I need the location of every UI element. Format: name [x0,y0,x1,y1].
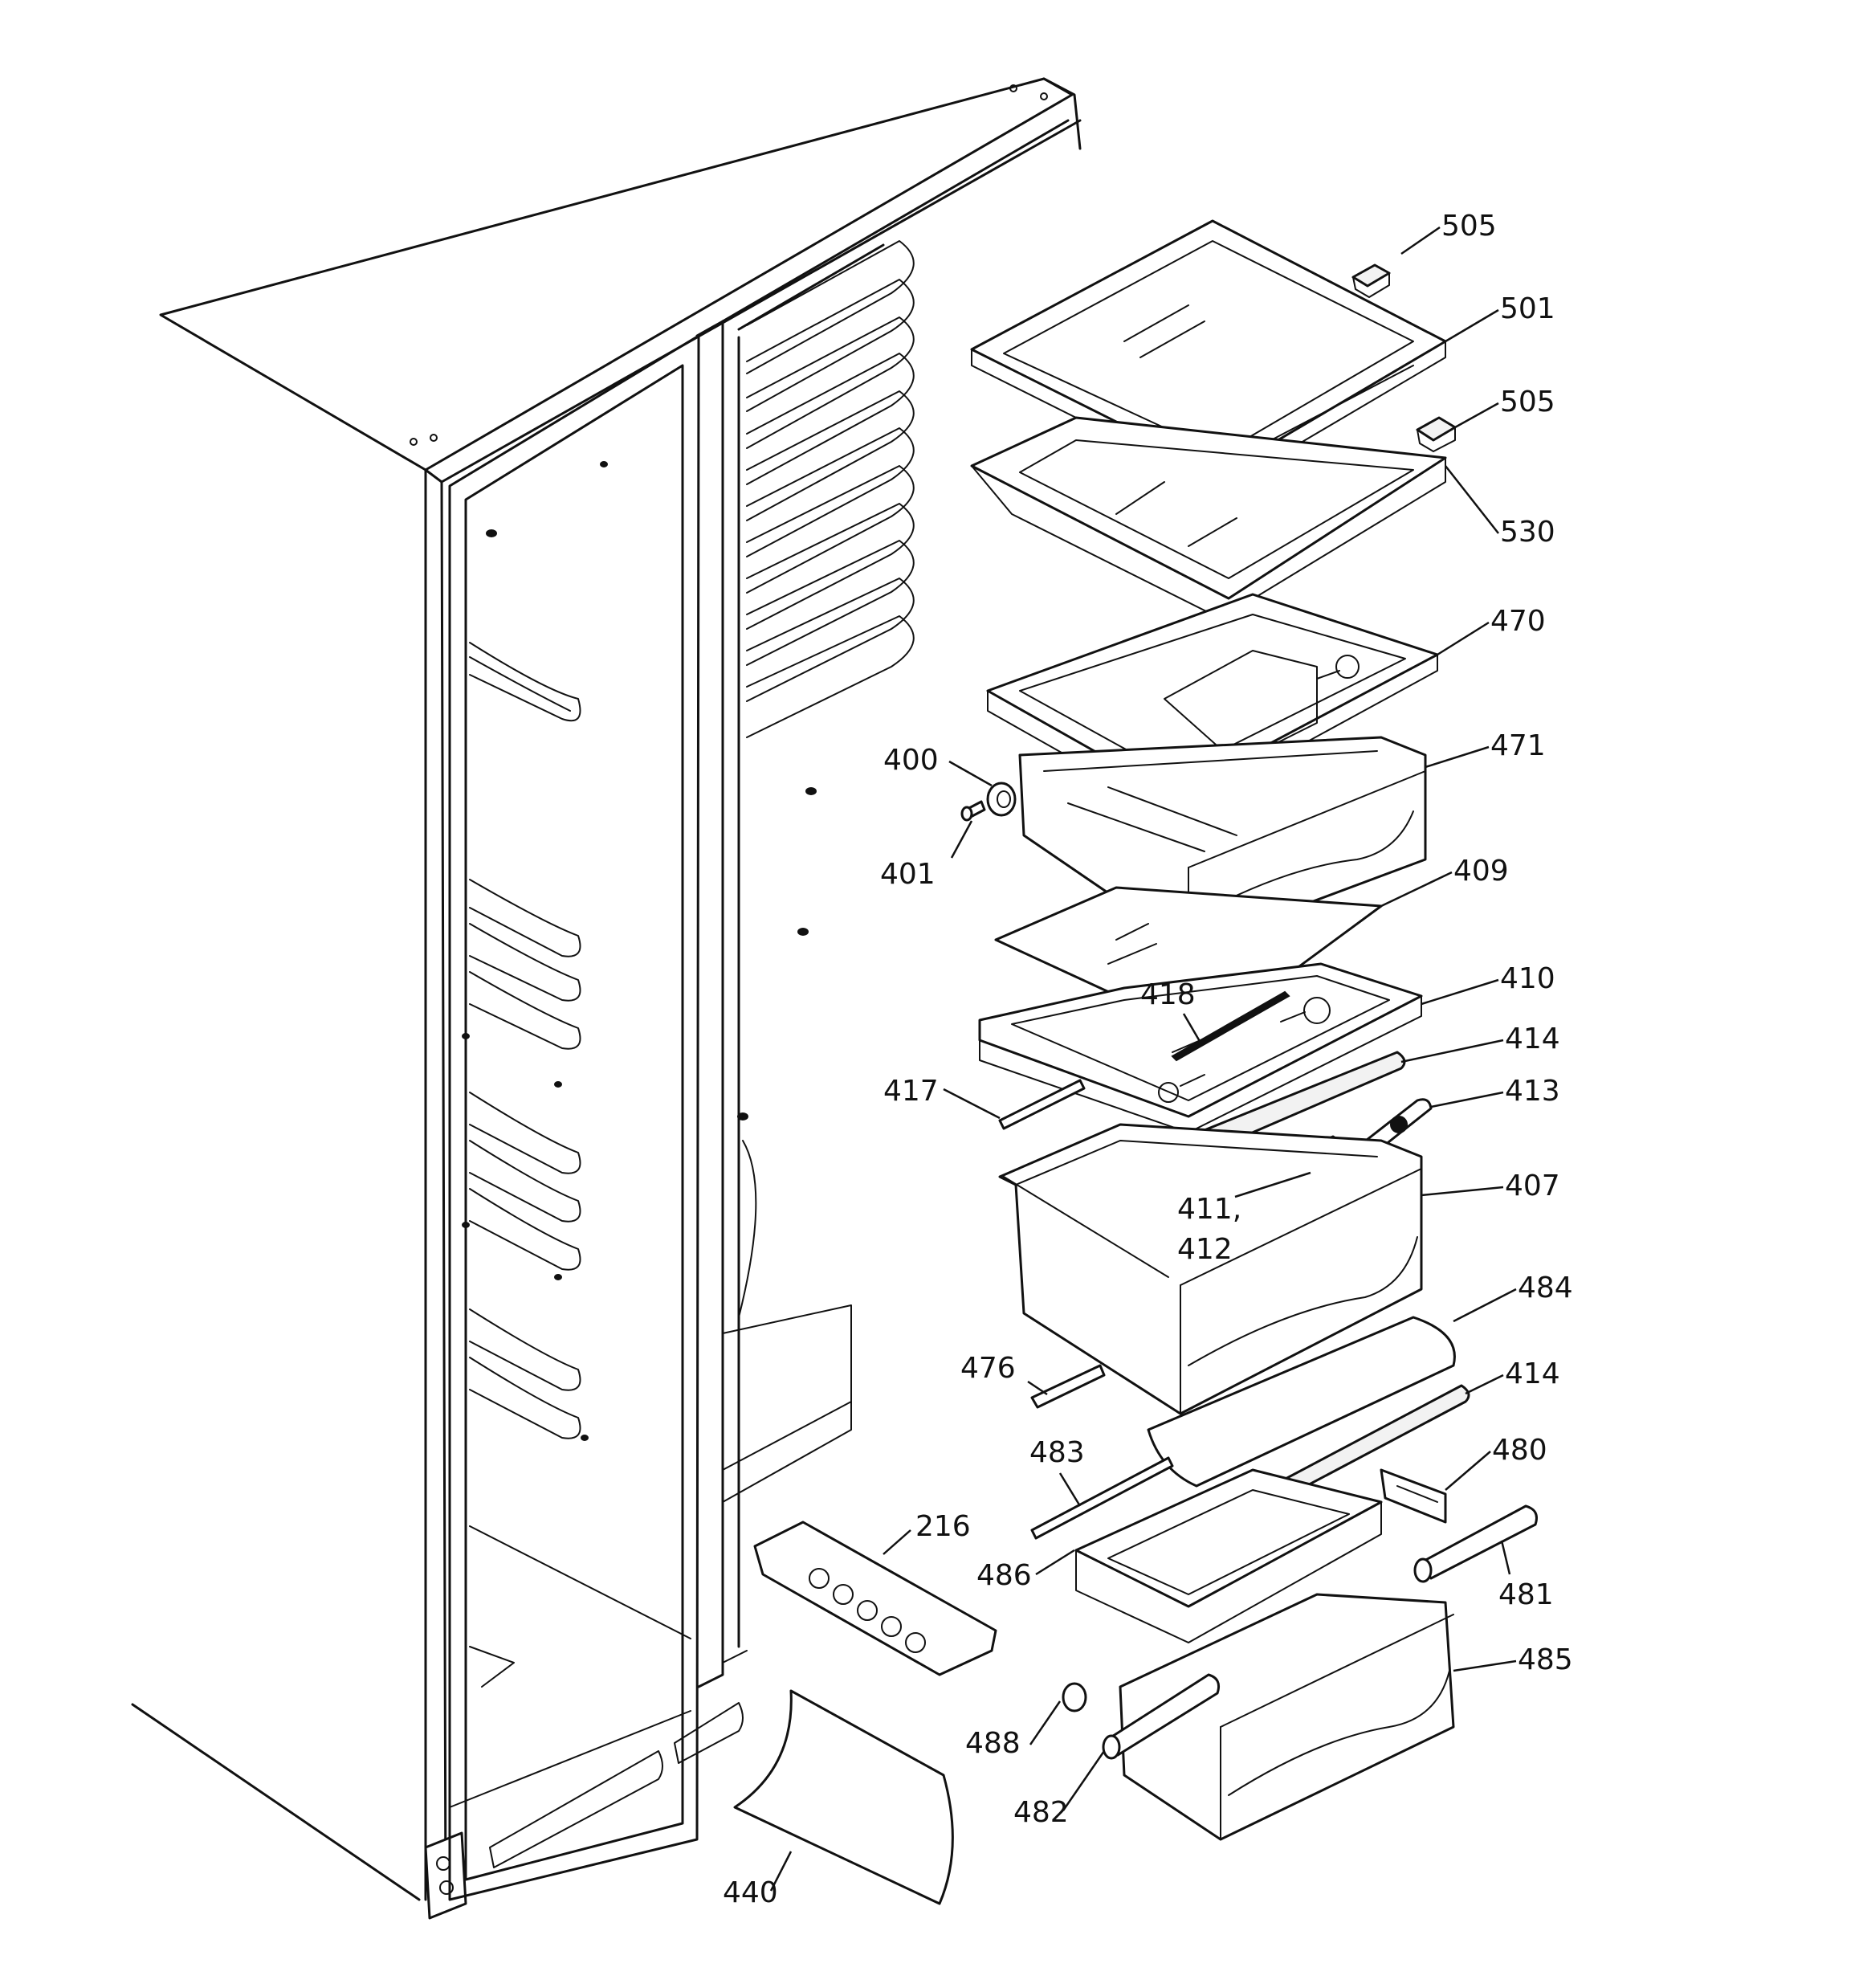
part-440-cover [733,1689,954,1905]
callout-label-c480: 480 [1492,1434,1547,1467]
callout-label-c418: 418 [1140,978,1196,1011]
callout-label-c530: 530 [1500,516,1555,549]
part-505-bracket-upper [1351,263,1391,298]
part-488-roller [1062,1682,1087,1712]
callout-label-c476: 476 [960,1352,1016,1385]
callout-label-c413: 413 [1505,1075,1560,1108]
callout-label-c440: 440 [723,1876,778,1909]
part-400-roller [986,782,1017,817]
part-486-drawer-frame [1074,1468,1383,1643]
part-418-rail [1171,990,1290,1062]
part-407-crisper-pan [998,1123,1423,1415]
refrigerator-cabinet [131,77,1082,1920]
callout-label-c481: 481 [1498,1578,1554,1611]
part-483-rail [1030,1456,1174,1540]
callout-label-c216: 216 [915,1510,971,1543]
callout-label-c505b: 505 [1500,386,1555,418]
callout-label-c410: 410 [1500,962,1555,995]
callout-label-c505a: 505 [1441,210,1497,243]
callout-label-c484: 484 [1518,1272,1573,1304]
part-417-rail [998,1079,1086,1130]
part-470-pan-cover [986,593,1439,816]
callout-label-c488: 488 [965,1727,1021,1760]
callout-label-c485: 485 [1518,1643,1573,1676]
callout-label-c414a: 414 [1505,1023,1560,1055]
callout-label-c414b: 414 [1505,1357,1560,1390]
callout-label-c501: 501 [1500,292,1555,325]
part-485-meat-pan [1119,1593,1455,1841]
callout-label-c482: 482 [1013,1796,1069,1829]
callout-label-c400: 400 [883,744,939,777]
callout-label-c483: 483 [1029,1436,1085,1469]
callout-label-c417: 417 [883,1075,939,1108]
part-476-divider [1030,1364,1106,1409]
callout-label-c409: 409 [1453,855,1509,888]
callout-label-c486: 486 [976,1559,1032,1592]
part-481-roller-shaft [1413,1504,1538,1583]
part-216-door-bin [753,1521,997,1676]
part-480-slide-rail [1380,1468,1447,1524]
part-484-cover-lid [1147,1316,1456,1488]
callout-label-c470: 470 [1490,605,1546,638]
callout-label-c401: 401 [880,858,936,891]
callout-label-c471: 471 [1490,729,1546,762]
part-482-roller-shaft [1102,1673,1221,1760]
leader-lines [769,226,1517,1892]
part-401-screw [960,800,986,822]
part-505-bracket-lower [1416,416,1457,452]
part-530-spillproof-shelf [970,416,1447,619]
callout-label-c407: 407 [1505,1170,1560,1202]
callout-label-c412: 412 [1177,1233,1233,1266]
part-414-trim-lower [1255,1384,1470,1512]
callout-label-c411: 411, [1177,1193,1241,1226]
callout-labels: 505 501 505 530 470 471 400 401 409 410 418 414 413 4… [723,210,1573,1909]
